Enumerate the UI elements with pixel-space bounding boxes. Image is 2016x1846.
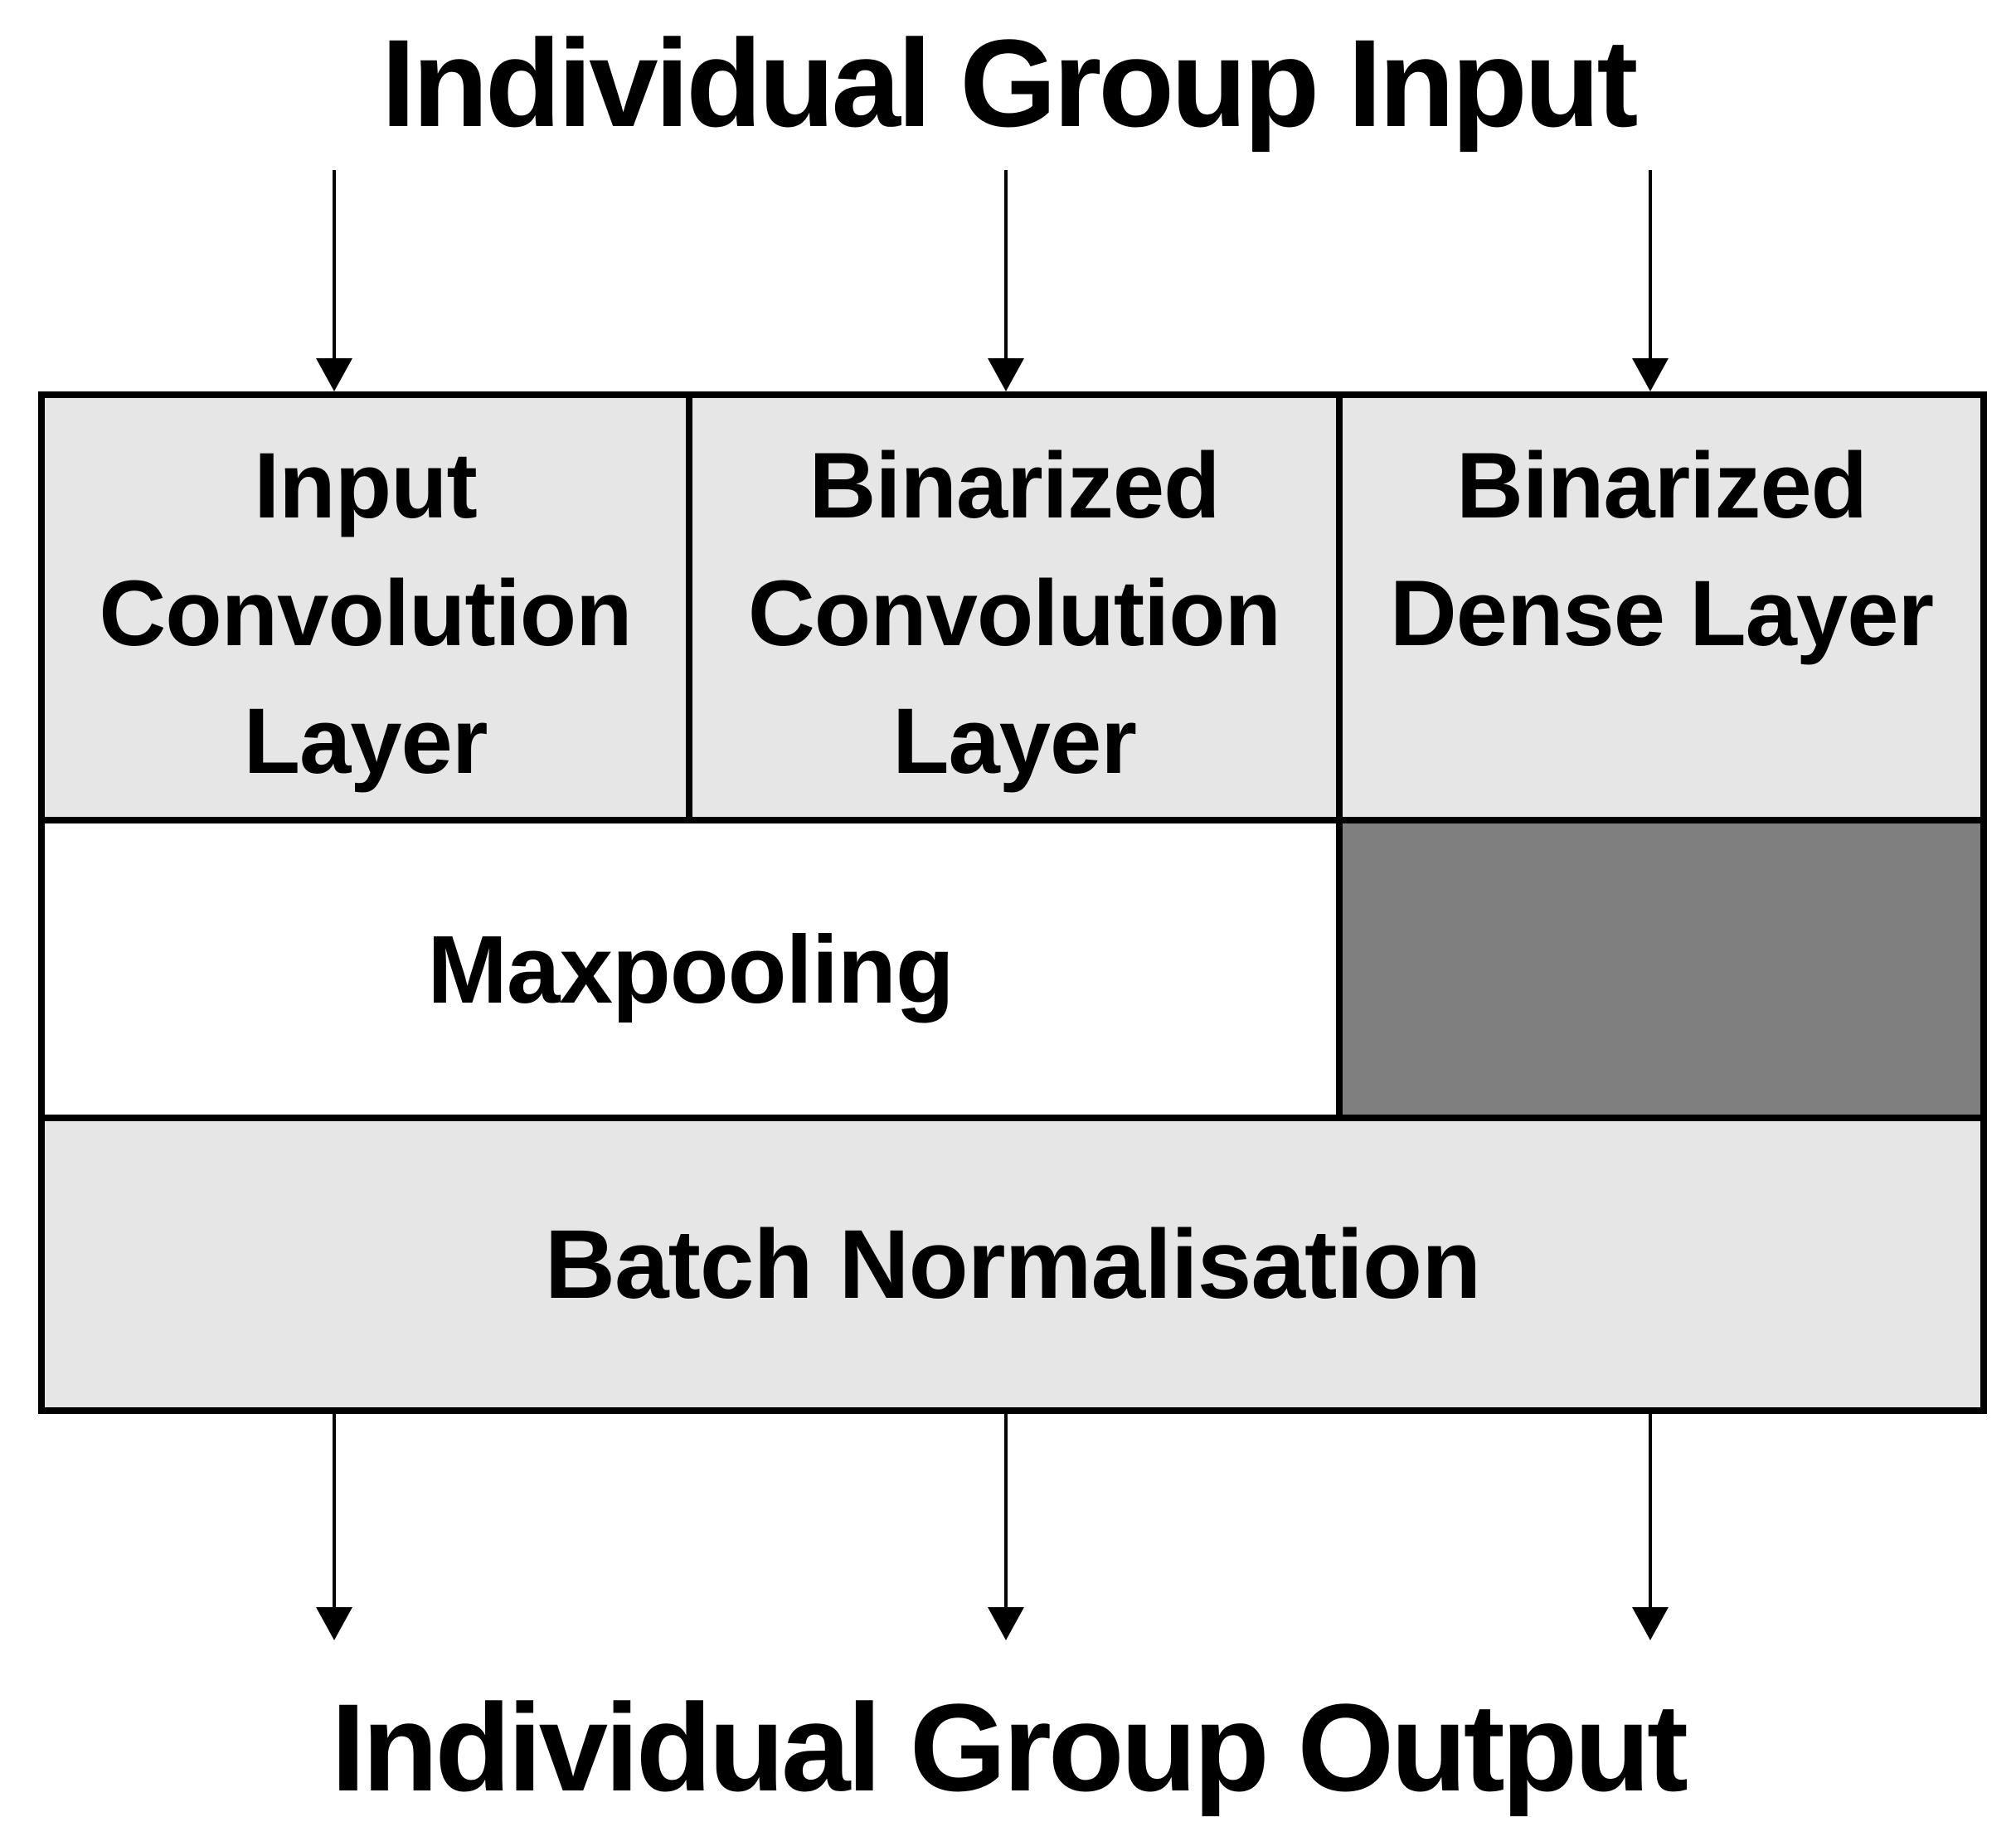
input-title: Individual Group Input: [381, 13, 1639, 153]
output-arrow-2: [988, 1414, 1024, 1640]
cell-binarized-dense-layer: Binarized Dense Layer: [1343, 398, 1980, 817]
layer-table: Input Convolution Layer Binarized Convol…: [38, 391, 1987, 1414]
cell-input-convolution-layer: Input Convolution Layer: [45, 398, 686, 817]
arrow-line: [1004, 170, 1008, 358]
input-arrow-1: [316, 170, 352, 391]
cell-dark-filler: [1343, 823, 1980, 1115]
arrow-line: [333, 170, 336, 358]
down-arrowhead-icon: [1632, 1607, 1669, 1640]
output-arrow-1: [316, 1414, 352, 1640]
input-arrow-2: [988, 170, 1024, 391]
cell-batch-normalisation: Batch Normalisation: [45, 1121, 1980, 1407]
input-arrow-3: [1632, 170, 1669, 391]
cell-maxpooling: Maxpooling: [45, 823, 1336, 1115]
down-arrowhead-icon: [1632, 358, 1669, 391]
cell-binarized-convolution-layer: Binarized Convolution Layer: [692, 398, 1336, 817]
arrow-line: [1649, 1414, 1652, 1607]
arrow-line: [1004, 1414, 1008, 1607]
down-arrowhead-icon: [316, 1607, 352, 1640]
down-arrowhead-icon: [316, 358, 352, 391]
down-arrowhead-icon: [988, 358, 1024, 391]
arrow-line: [1649, 170, 1652, 358]
arrow-line: [333, 1414, 336, 1607]
output-arrow-3: [1632, 1414, 1669, 1640]
down-arrowhead-icon: [988, 1607, 1024, 1640]
output-title: Individual Group Output: [331, 1678, 1688, 1817]
